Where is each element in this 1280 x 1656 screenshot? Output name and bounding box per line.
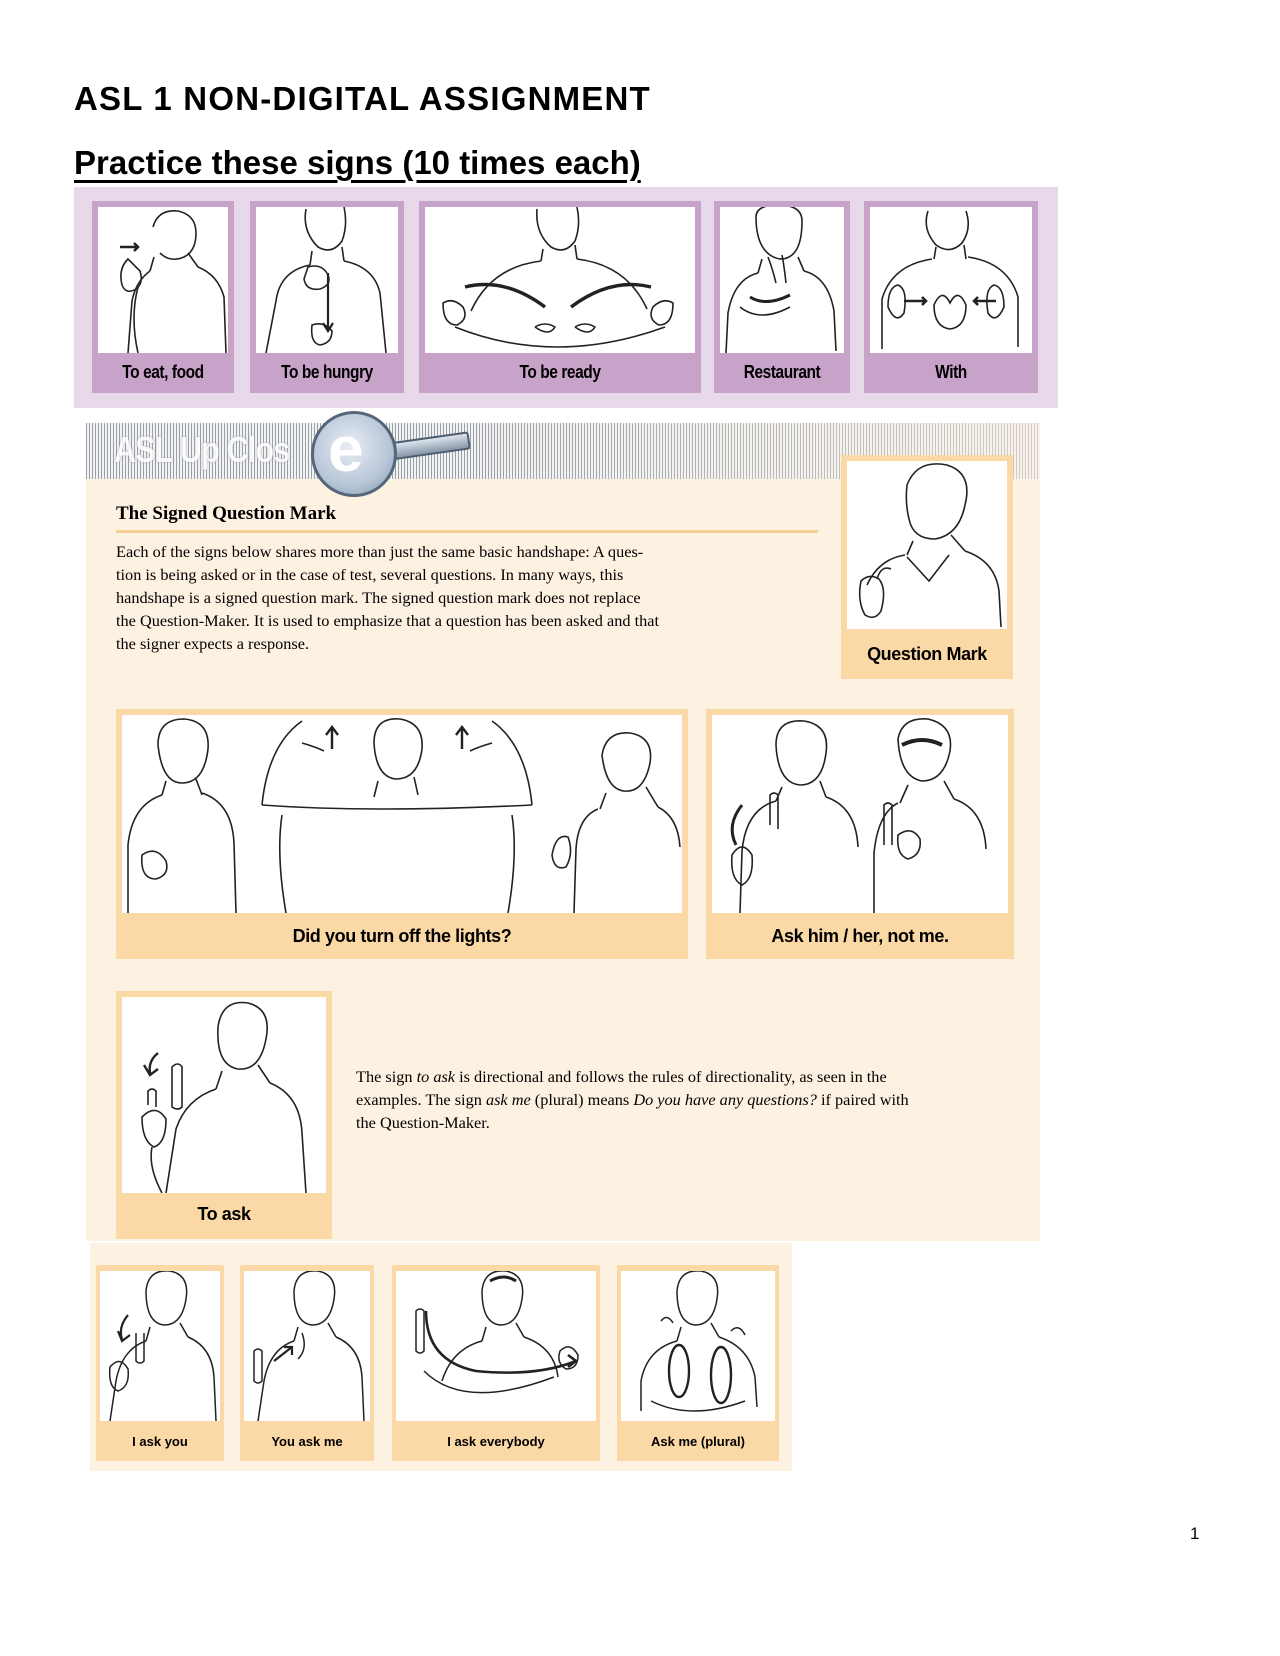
asl-up-close-section: ASL Up Clos e The Signed Question Mark E… [86,411,1040,1241]
sign-card-i-ask-everybody: I ask everybody [392,1265,600,1461]
assignment-instruction: Practice these signs (10 times each) [74,144,641,181]
title-divider [116,530,818,533]
sign-card-i-ask-you: I ask you [96,1265,224,1461]
sign-card-ask-me-plural: Ask me (plural) [617,1265,779,1461]
document-title: ASL 1 NON-DIGITAL ASSIGNMENT [74,80,651,117]
sign-label: To be ready [519,362,601,382]
directional-note: The sign to ask is directional and follo… [356,1067,909,1132]
sign-illustration-hungry-icon [256,207,398,353]
sign-card-hungry: To be hungry [250,201,404,393]
sign-card-turn-off-lights: Did you turn off the lights? [116,709,688,959]
sign-illustration-ask-me-plural-icon [621,1271,775,1421]
sign-illustration-i-ask-everybody-icon [396,1271,596,1421]
sign-label: To eat, food [122,362,204,382]
sign-label: I ask everybody [447,1434,545,1449]
sign-card-with: With [864,201,1038,393]
sign-illustration-to-ask-icon [122,997,326,1193]
sign-label: Ask him / her, not me. [771,926,949,946]
banner-label: ASL Up Clos [114,429,290,470]
sign-illustration-eat-icon [98,207,228,353]
sign-label: Restaurant [743,362,821,382]
sign-illustration-ready-icon [425,207,695,353]
sign-label: To ask [197,1204,251,1224]
sign-illustration-restaurant-icon [720,207,844,353]
sign-label: Did you turn off the lights? [292,926,512,946]
sign-card-you-ask-me: You ask me [240,1265,374,1461]
sign-label: Question Mark [867,644,987,664]
sign-card-eat: To eat, food [92,201,234,393]
ask-variants-strip: I ask you You ask me [90,1243,792,1471]
magnifying-glass-icon: e [311,411,397,497]
sign-card-ask-him-her: Ask him / her, not me. [706,709,1014,959]
sign-card-question-mark: Question Mark [841,455,1013,679]
sign-label: To be hungry [281,362,373,382]
sign-illustration-with-icon [870,207,1032,353]
sign-illustration-question-mark-icon [847,461,1007,629]
section-title: The Signed Question Mark [116,503,337,524]
sign-illustration-ask-him-her-icon [712,715,1008,913]
sign-label: You ask me [271,1434,343,1449]
sign-label: With [935,362,967,382]
sign-card-ready: To be ready [419,201,701,393]
sign-illustration-turn-off-lights-icon [122,715,682,913]
sign-illustration-i-ask-you-icon [100,1271,220,1421]
sign-card-to-ask: To ask [116,991,332,1239]
sign-label: I ask you [132,1434,188,1449]
sign-card-restaurant: Restaurant [714,201,850,393]
sign-label: Ask me (plural) [651,1434,745,1449]
page-number: 1 [1190,1524,1200,1543]
sign-illustration-you-ask-me-icon [244,1271,370,1421]
practice-signs-strip: To eat, food To be hungry [74,187,1058,408]
section-body: Each of the signs below shares more than… [116,542,660,653]
banner-letter: e [328,413,364,485]
